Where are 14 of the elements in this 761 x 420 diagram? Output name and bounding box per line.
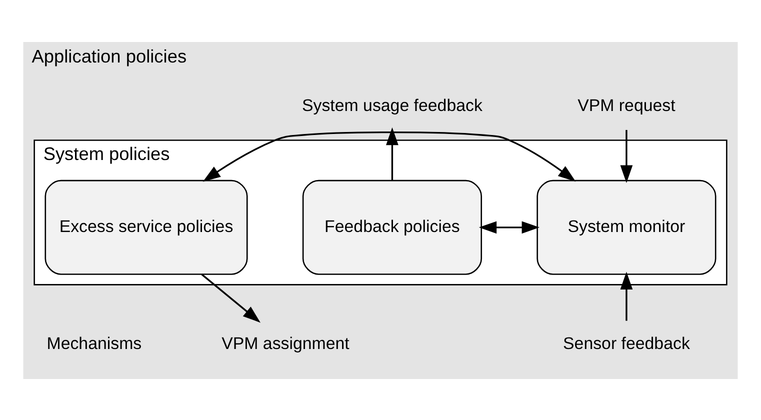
arrow <box>386 126 398 180</box>
label: Mechanisms <box>46 333 142 352</box>
arrow <box>201 273 260 322</box>
node-box: Excess service policies <box>44 179 248 274</box>
node-text: Sensor feedback <box>563 333 690 352</box>
node-text: VPM assignment <box>222 333 350 352</box>
arrow <box>620 271 633 320</box>
node-text: VPM request <box>578 95 676 114</box>
node-box: System monitor <box>536 179 716 274</box>
arrow <box>202 130 576 182</box>
arrow <box>478 220 540 234</box>
node-box: Feedback policies <box>302 179 482 274</box>
node-text: System usage feedback <box>302 95 482 114</box>
arrow <box>620 129 633 182</box>
